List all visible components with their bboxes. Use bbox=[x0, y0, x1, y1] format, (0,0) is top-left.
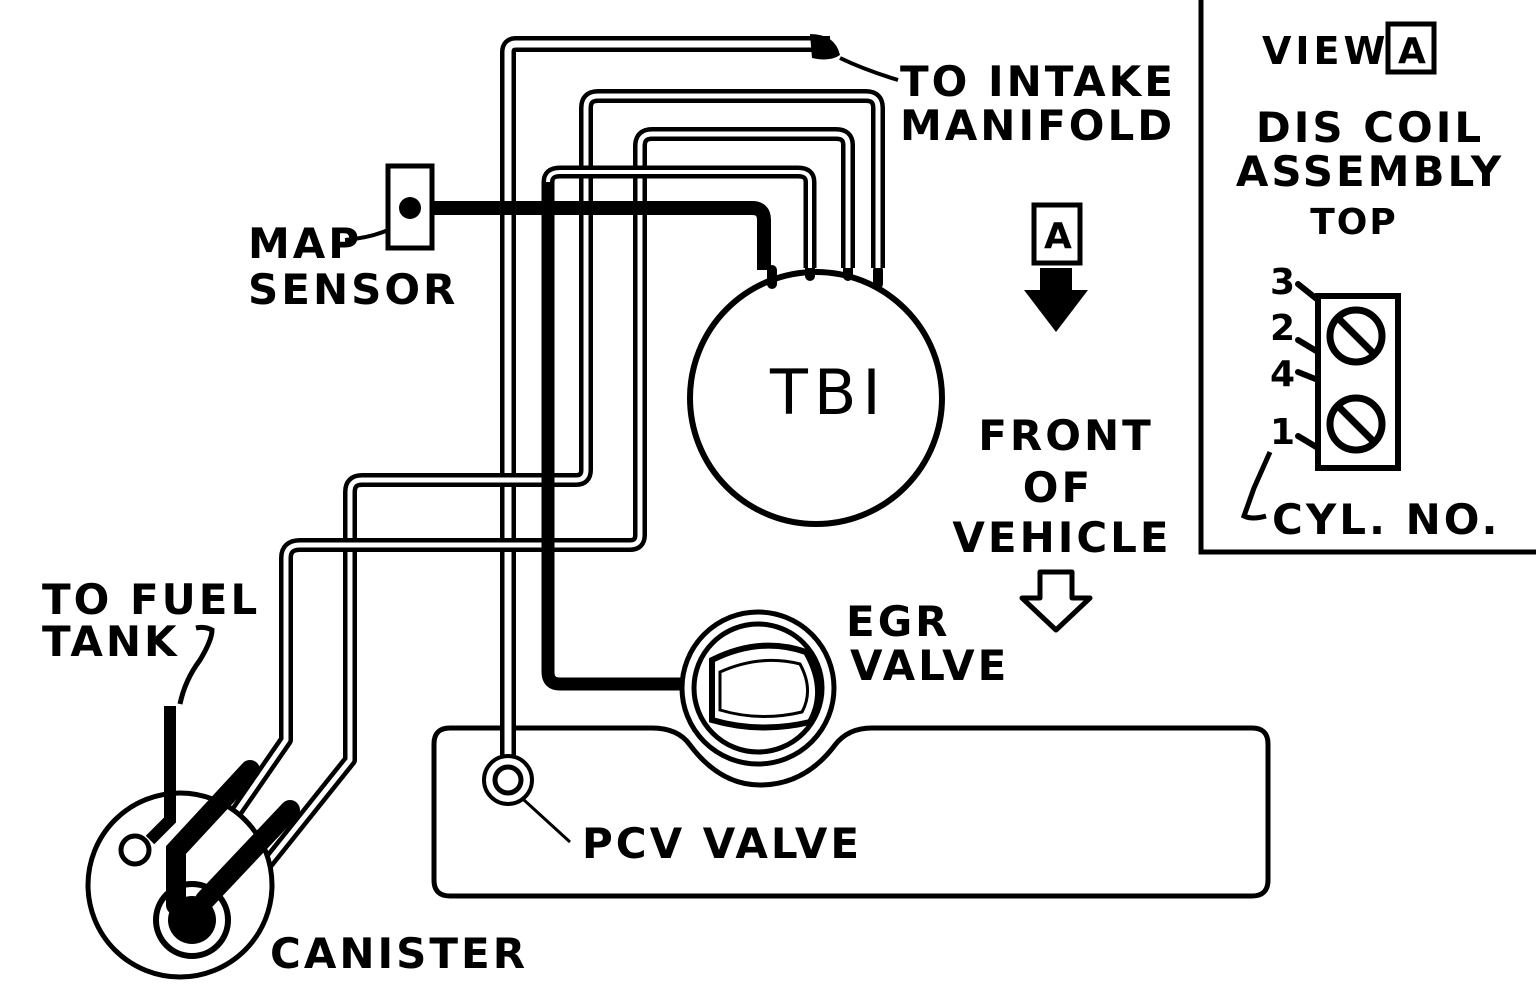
pcv-valve-leader bbox=[522, 798, 572, 844]
front-of-vehicle-label-3: VEHICLE bbox=[952, 513, 1171, 562]
inset-title-1: DIS COIL bbox=[1256, 103, 1484, 152]
tbi-unit bbox=[687, 269, 945, 527]
tbi-vacuum-lines bbox=[204, 89, 885, 875]
tbi-label: TBI bbox=[769, 356, 887, 429]
cyl-number-4: 4 bbox=[1270, 354, 1295, 395]
fuel-tank-line bbox=[145, 706, 176, 845]
cyl-no-label: CYL. NO. bbox=[1272, 495, 1500, 544]
map-sensor-port bbox=[399, 197, 421, 219]
front-of-vehicle-label-2: OF bbox=[1023, 463, 1093, 512]
fuel-tank-leader bbox=[177, 624, 215, 705]
pcv-hose bbox=[500, 36, 830, 770]
canister-hose-ends bbox=[166, 760, 300, 915]
pcv-valve-inner bbox=[492, 764, 524, 796]
map-sensor-line bbox=[410, 201, 771, 270]
cyl-number-3: 3 bbox=[1270, 262, 1295, 303]
inset-top-label: TOP bbox=[1310, 202, 1398, 243]
cyl-number-leaders bbox=[1295, 281, 1321, 451]
intake-leader bbox=[839, 56, 899, 82]
engine-outline bbox=[431, 725, 1271, 899]
egr-valve-inner bbox=[691, 621, 825, 755]
view-a-marker-letter: A bbox=[1044, 216, 1074, 257]
view-a-inset: VIEW A DIS COIL ASSEMBLY TOP 3 2 4 1 CYL… bbox=[1198, 0, 1536, 555]
canister-port-small bbox=[118, 833, 152, 867]
intake-fitting bbox=[810, 34, 840, 60]
view-a-arrow bbox=[1024, 268, 1088, 332]
canister-label: CANISTER bbox=[270, 929, 528, 978]
cyl-number-2: 2 bbox=[1270, 308, 1295, 349]
inset-view-letter: A bbox=[1398, 31, 1428, 72]
egr-vacuum-line bbox=[541, 182, 712, 691]
map-sensor-label-1: MAP bbox=[248, 219, 362, 268]
to-intake-manifold-label-1: TO INTAKE bbox=[900, 57, 1176, 106]
to-fuel-tank-label-2: TANK bbox=[42, 617, 180, 666]
egr-valve-label-1: EGR bbox=[846, 597, 951, 646]
inset-view-letter-box bbox=[1385, 21, 1437, 75]
pcv-valve-label: PCV VALVE bbox=[582, 819, 862, 868]
inset-border bbox=[1198, 0, 1536, 555]
inset-view-label: VIEW bbox=[1262, 29, 1389, 73]
map-sensor-label-2: SENSOR bbox=[248, 265, 458, 314]
egr-valve-label-2: VALVE bbox=[850, 641, 1009, 690]
to-intake-manifold-label-2: MANIFOLD bbox=[900, 101, 1175, 150]
front-arrow-icon bbox=[1019, 569, 1093, 633]
to-fuel-tank-label-1: TO FUEL bbox=[42, 575, 260, 624]
cyl-no-leader bbox=[1240, 450, 1273, 521]
front-of-vehicle-label-1: FRONT bbox=[978, 411, 1154, 460]
map-sensor-leader bbox=[344, 228, 389, 242]
cyl-number-1: 1 bbox=[1270, 412, 1295, 453]
view-a-marker-box bbox=[1031, 202, 1083, 266]
inset-title-2: ASSEMBLY bbox=[1236, 147, 1504, 196]
